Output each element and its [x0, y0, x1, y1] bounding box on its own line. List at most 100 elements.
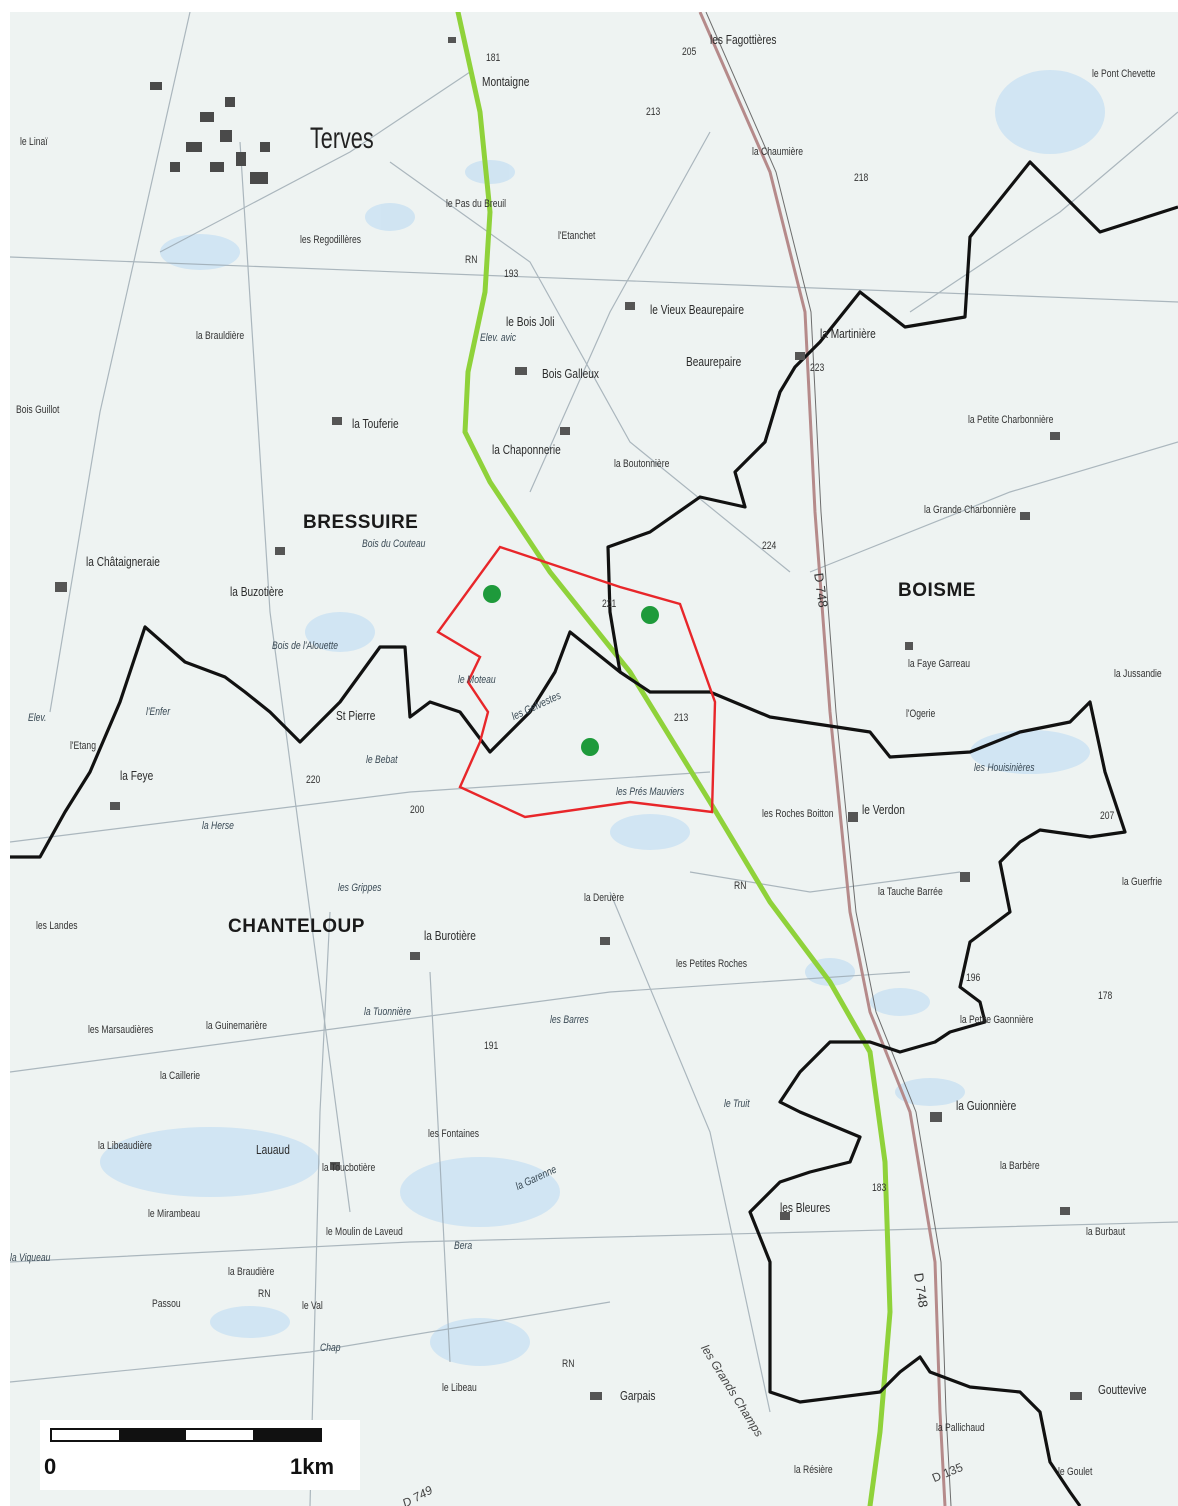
place-label: le Linaï: [20, 136, 48, 148]
place-label: la Guinemarière: [206, 1020, 268, 1032]
place-label: les Fontaines: [428, 1128, 480, 1140]
place-label: la Herse: [202, 820, 234, 832]
scale-segment: [119, 1430, 186, 1440]
place-label: Montaigne: [482, 74, 530, 89]
place-label: le Val: [302, 1300, 323, 1312]
place-label: Bois Guillot: [16, 404, 60, 416]
road-d748: [698, 12, 947, 1506]
place-label: la Deruère: [584, 892, 625, 904]
map-graphics: [10, 12, 1178, 1506]
place-label: le Libeau: [442, 1382, 477, 1394]
water-features: [100, 70, 1105, 1366]
elevation-label: 200: [410, 804, 425, 816]
elevation-label: 213: [674, 712, 689, 724]
place-label: la Petite Gaonnière: [960, 1014, 1034, 1026]
place-label: la Toucbotière: [322, 1162, 376, 1174]
place-label: les Prés Mauviers: [616, 786, 685, 798]
place-label: Chap: [320, 1342, 341, 1354]
turbine-1: [483, 585, 501, 603]
place-label: les Grippes: [338, 882, 382, 894]
scale-segment: [186, 1430, 253, 1440]
place-label: les Landes: [36, 920, 78, 932]
place-label: la Feye: [120, 768, 154, 783]
place-label: les Barres: [550, 1014, 589, 1026]
place-label: le Mirambeau: [148, 1208, 200, 1220]
place-label: Garpais: [620, 1388, 656, 1403]
elevation-label: 183: [872, 1182, 887, 1194]
elevation-label: 178: [1098, 990, 1113, 1002]
place-label: la Grande Charbonnière: [924, 504, 1017, 516]
place-label: le Bebat: [366, 754, 398, 766]
road-label-rn-4: RN: [562, 1358, 575, 1370]
turbine-3: [581, 738, 599, 756]
place-label: la Chaumière: [752, 146, 804, 158]
place-label: la Martinière: [820, 326, 876, 341]
elevation-label: 220: [306, 774, 321, 786]
place-label: la Jussandie: [1114, 668, 1162, 680]
place-label: la Viqueau: [10, 1252, 51, 1264]
road-label-rn-1: RN: [465, 254, 478, 266]
elevation-label: 223: [810, 362, 825, 374]
road-d748-edge: [705, 12, 952, 1506]
place-label: la Brauldière: [196, 330, 245, 342]
place-label: le Verdon: [862, 802, 905, 817]
place-label: Passou: [152, 1298, 181, 1310]
scale-start-label: 0: [44, 1454, 57, 1479]
commune-label-chanteloup: CHANTELOUP: [228, 916, 365, 937]
place-label: la Buzotière: [230, 584, 284, 599]
site-outline: [436, 545, 717, 819]
place-label: l'Etang: [70, 740, 96, 752]
commune-boundaries: [10, 160, 1178, 1506]
place-label: la Burotière: [424, 928, 476, 943]
commune-label-bressuire: BRESSUIRE: [303, 512, 419, 533]
place-label: la Faye Garreau: [908, 658, 970, 670]
minor-roads: [10, 12, 1178, 1506]
place-label: la Petite Charbonnière: [968, 414, 1054, 426]
place-label: les Regodillères: [300, 234, 362, 246]
elevation-label: 196: [966, 972, 981, 984]
place-label: Beaurepaire: [686, 354, 742, 369]
place-label: la Pallichaud: [936, 1422, 985, 1434]
place-label: la Libeaudière: [98, 1140, 152, 1152]
turbine-2: [641, 606, 659, 624]
elevation-label: 207: [1100, 810, 1115, 822]
place-label: les Petites Roches: [676, 958, 748, 970]
place-label: la Châtaigneraie: [86, 554, 160, 569]
place-label: Bera: [454, 1240, 473, 1252]
scale-bar: [50, 1428, 322, 1442]
place-label: l'Etanchet: [558, 230, 596, 242]
road-label-rn-3: RN: [258, 1288, 271, 1300]
place-label: la Braudière: [228, 1266, 275, 1278]
place-label: Elev. avic: [480, 332, 517, 344]
place-label: le Bois Joli: [506, 314, 555, 329]
place-label: la Boutonnière: [614, 458, 670, 470]
place-label: les Fagottières: [710, 32, 777, 47]
place-label: Bois de l'Alouette: [272, 640, 339, 652]
elevation-label: 181: [486, 52, 501, 64]
elevation-label: 191: [484, 1040, 499, 1052]
elevation-label: 218: [854, 172, 869, 184]
elevation-label: 221: [602, 598, 617, 610]
elevation-label: 205: [682, 46, 697, 58]
place-label: Elev.: [28, 712, 47, 724]
elevation-label: 213: [646, 106, 661, 118]
wind-turbines: [483, 585, 659, 756]
place-label: le Goulet: [1058, 1466, 1093, 1478]
place-label: la Chaponnerie: [492, 442, 561, 457]
place-label: la Burbaut: [1086, 1226, 1126, 1238]
place-label: la Tuonnière: [364, 1006, 412, 1018]
place-label: le Pont Chevette: [1092, 68, 1156, 80]
place-label: la Barbère: [1000, 1160, 1040, 1172]
place-label: les Marsaudières: [88, 1024, 154, 1036]
place-label: la Caillerie: [160, 1070, 201, 1082]
scale-end-label: 1km: [290, 1454, 335, 1479]
place-label: le Moulin de Laveud: [326, 1226, 403, 1238]
place-label: la Tauche Barrée: [878, 886, 943, 898]
topographic-map: Terves BRESSUIRE BOISME CHANTELOUP D 748…: [10, 12, 1178, 1506]
place-label: la Guerfrie: [1122, 876, 1163, 888]
hamlet-markers: [55, 37, 1082, 1400]
place-label: l'Enfer: [146, 706, 171, 718]
place-label: le Pas du Breuil: [446, 198, 507, 210]
place-label: la Résière: [794, 1464, 833, 1476]
scale-segment: [253, 1430, 320, 1440]
